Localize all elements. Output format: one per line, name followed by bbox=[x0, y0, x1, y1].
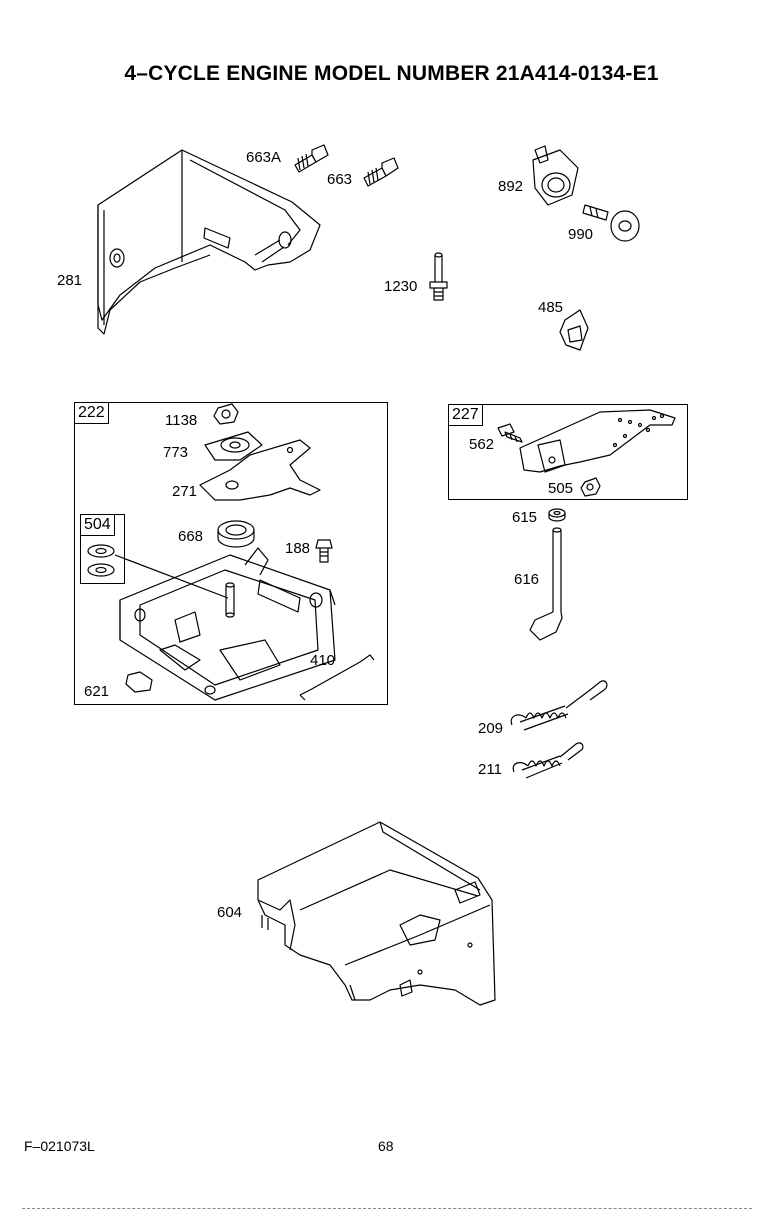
clip-485-drawing bbox=[560, 310, 588, 350]
bolt-663-drawing bbox=[364, 158, 398, 186]
part-label-990: 990 bbox=[568, 227, 593, 242]
part-label-562: 562 bbox=[469, 437, 494, 452]
spring-211-drawing bbox=[513, 743, 583, 778]
part-label-615: 615 bbox=[512, 510, 537, 525]
part-label-668: 668 bbox=[178, 529, 203, 544]
part-label-773: 773 bbox=[163, 445, 188, 460]
group-label-222: 222 bbox=[74, 402, 109, 424]
engine-shroud-604-drawing bbox=[258, 822, 495, 1005]
part-label-505: 505 bbox=[548, 481, 573, 496]
part-label-211: 211 bbox=[478, 762, 502, 777]
footer-code: F–021073L bbox=[24, 1138, 95, 1154]
part-label-663: 663 bbox=[327, 172, 352, 187]
part-label-281: 281 bbox=[57, 273, 82, 288]
part-label-188: 188 bbox=[285, 541, 310, 556]
part-label-1230: 1230 bbox=[384, 279, 417, 294]
ignition-switch-892-drawing bbox=[533, 146, 578, 205]
spring-209-drawing bbox=[511, 681, 607, 730]
part-label-621: 621 bbox=[84, 684, 109, 699]
stud-1230-drawing bbox=[430, 253, 447, 300]
part-label-410: 410 bbox=[310, 653, 335, 668]
page-number: 68 bbox=[378, 1138, 394, 1154]
part-label-485: 485 bbox=[538, 300, 563, 315]
part-label-604: 604 bbox=[217, 905, 242, 920]
part-label-663a: 663A bbox=[246, 150, 281, 165]
bottom-rule bbox=[22, 1208, 752, 1209]
group-label-504: 504 bbox=[80, 514, 115, 536]
part-label-271: 271 bbox=[172, 484, 197, 499]
bolt-663a-drawing bbox=[295, 145, 328, 172]
part-label-1138: 1138 bbox=[165, 413, 197, 428]
washer-615-drawing bbox=[549, 509, 565, 521]
belt-cover-drawing bbox=[98, 150, 320, 334]
part-label-616: 616 bbox=[514, 572, 539, 587]
part-label-892: 892 bbox=[498, 179, 523, 194]
group-label-227: 227 bbox=[448, 404, 483, 426]
part-label-209: 209 bbox=[478, 721, 503, 736]
